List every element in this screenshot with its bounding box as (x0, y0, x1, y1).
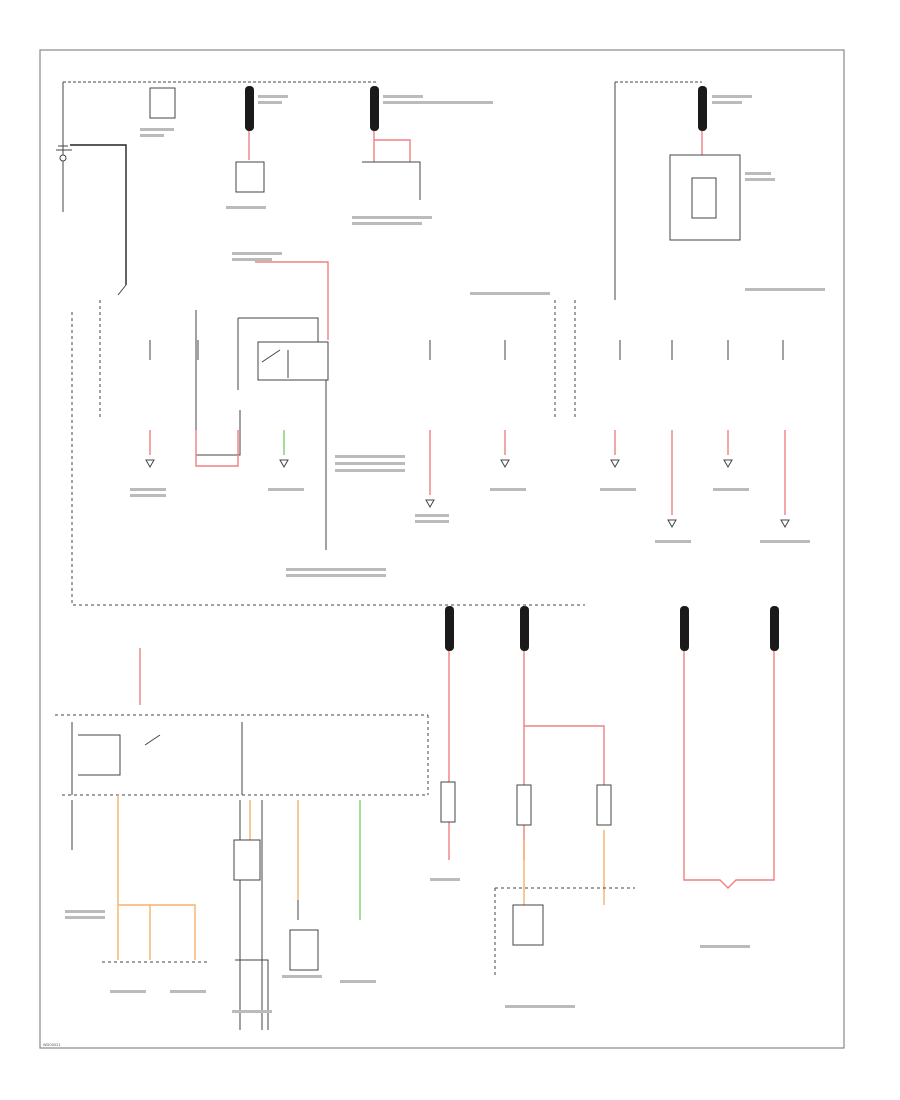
fusible-link-connector (520, 606, 529, 651)
bottom-section (55, 606, 779, 1030)
label-marks (65, 95, 825, 1013)
fusible-link-connector (245, 86, 254, 131)
fusible-link-connector (445, 606, 454, 651)
fusible-link-connector (770, 606, 779, 651)
diagram-frame (39, 49, 845, 1049)
footer-code: WD00021 (43, 1043, 61, 1047)
fusible-link-connector (680, 606, 689, 651)
top-section (56, 81, 741, 300)
underhood-fuse-block (71, 261, 790, 606)
fusible-link-connector (370, 86, 379, 131)
fusible-link-connector (698, 86, 707, 131)
